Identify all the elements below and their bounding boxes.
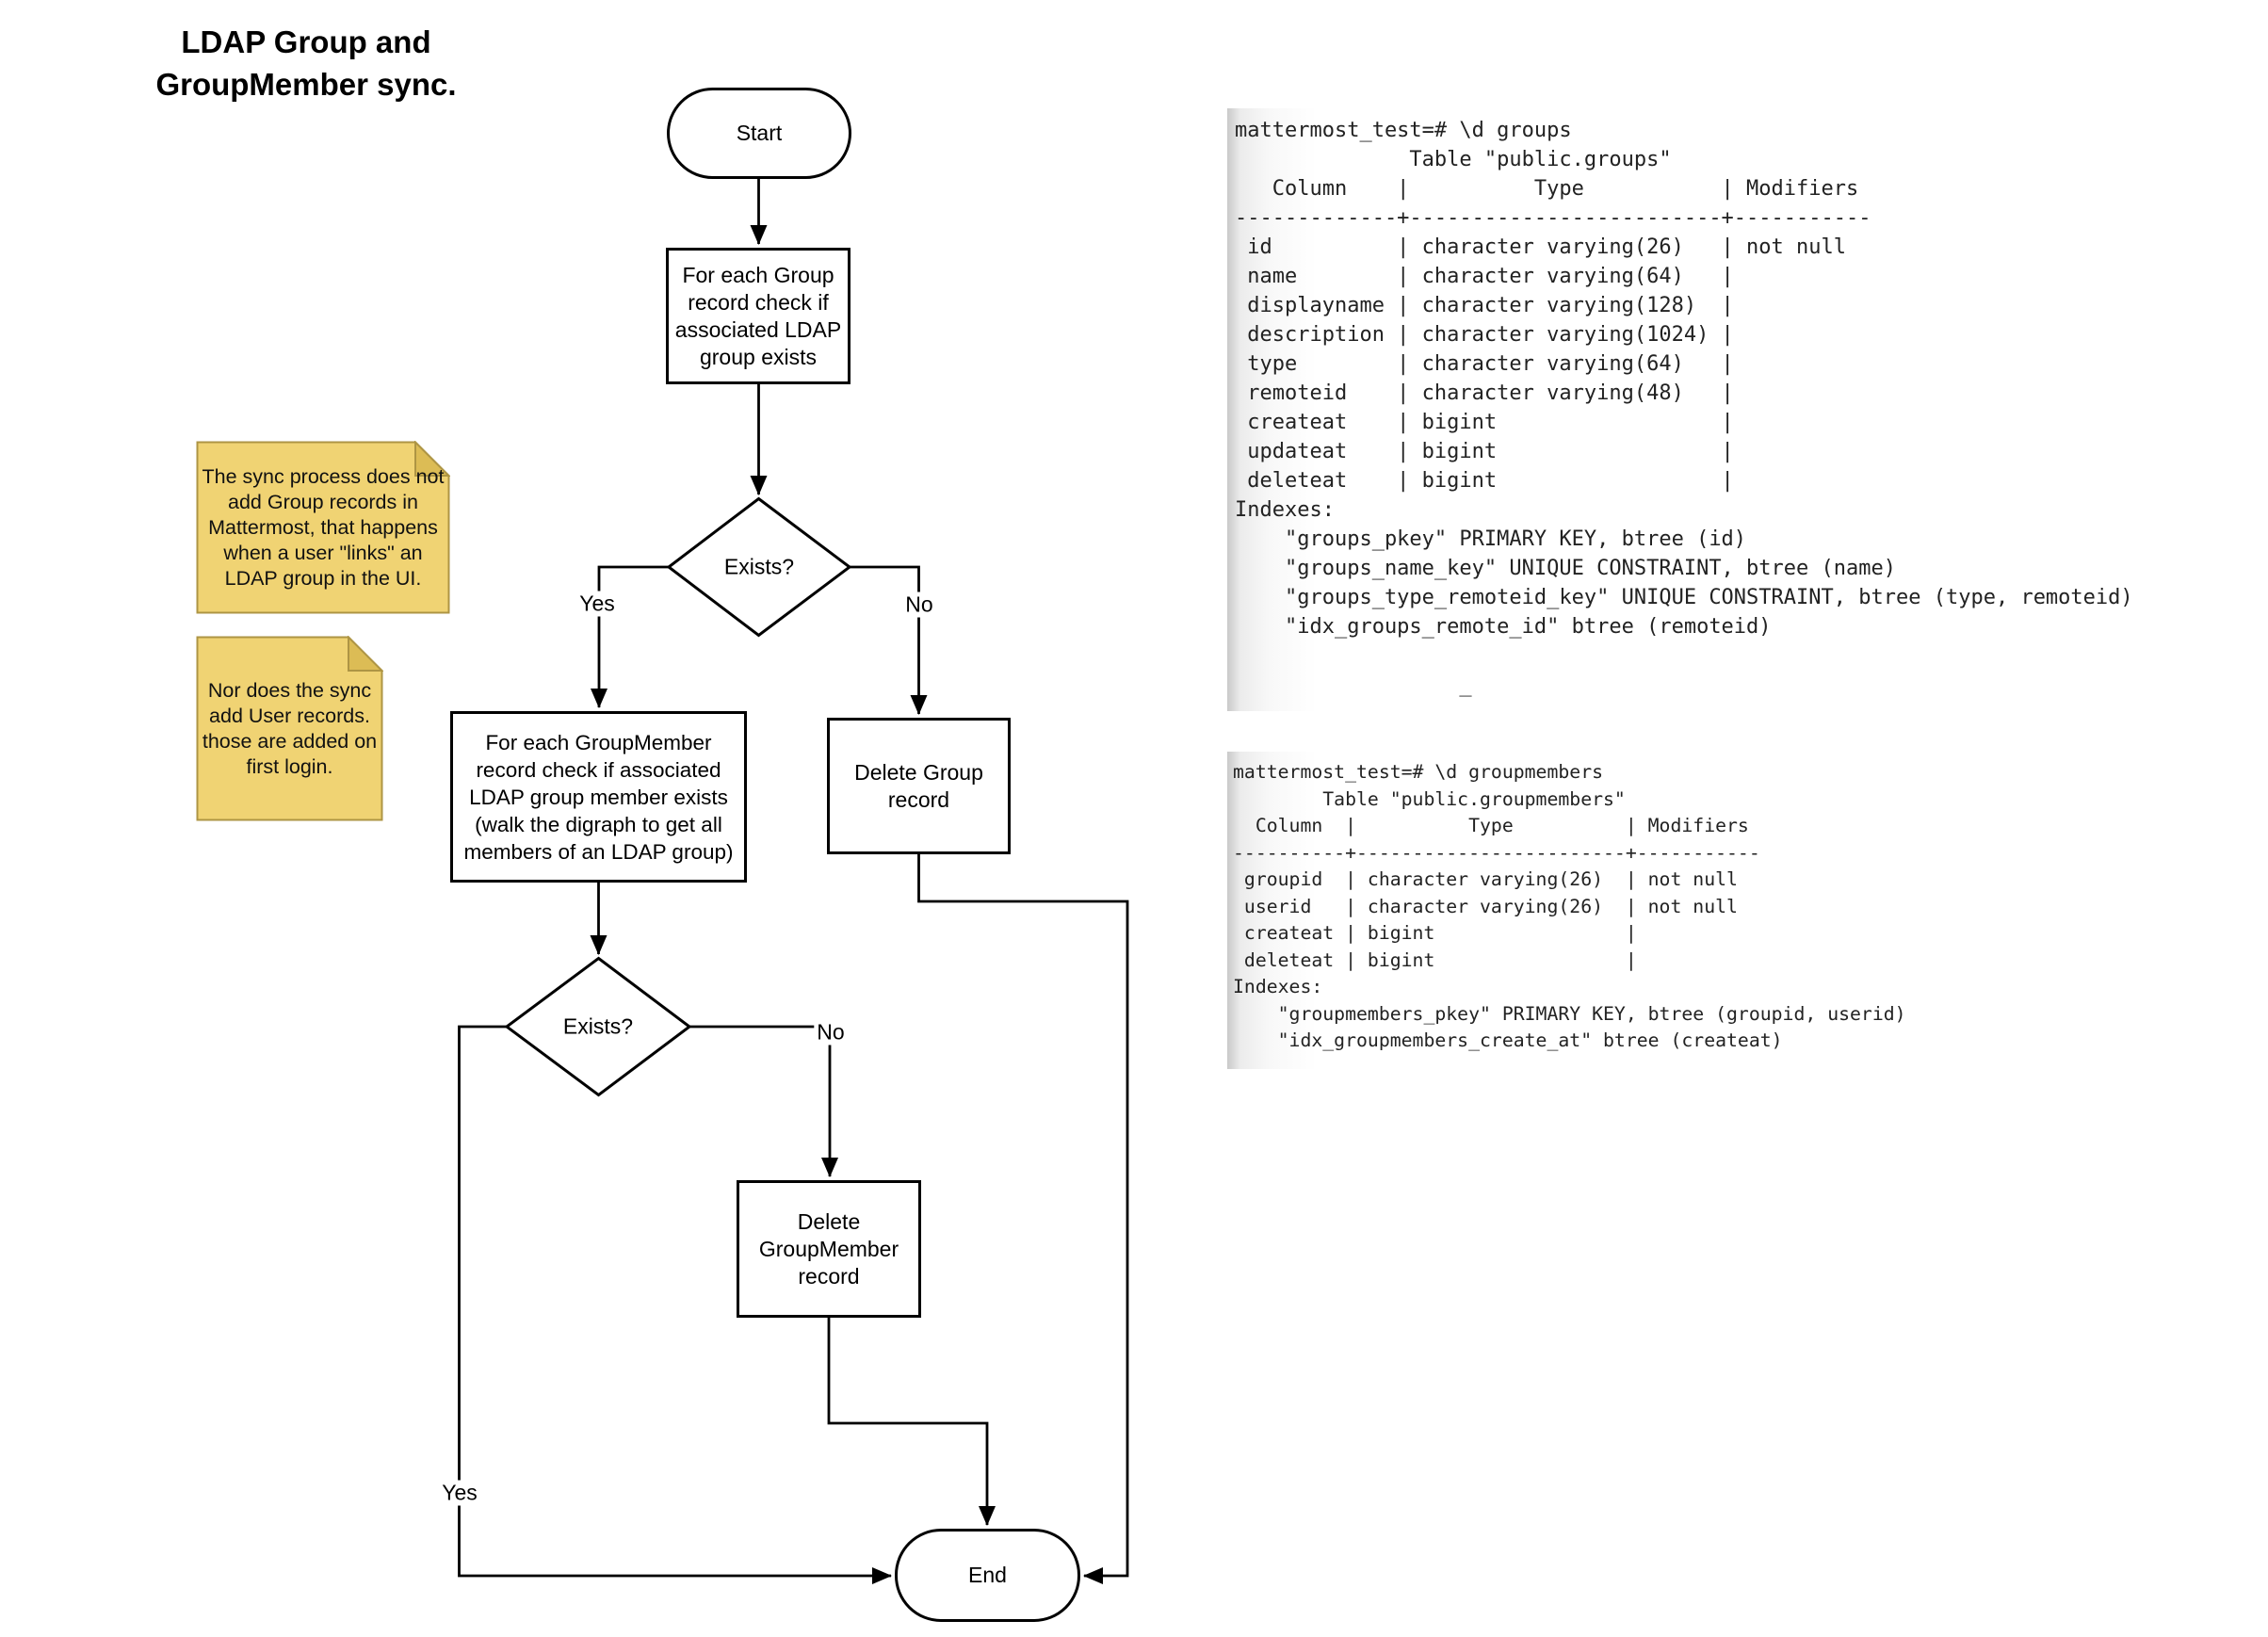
process-check-groupmember-node: For each GroupMember record check if ass… <box>450 711 747 883</box>
decision1-no-label: No <box>902 592 936 618</box>
decision2-label: Exists? <box>562 1013 634 1039</box>
arrow-decision1-yes-to-check-groupmember <box>591 565 669 708</box>
decision2-no-label: No <box>814 1019 848 1045</box>
sticky-note-sync-users-text: Nor does the sync add User records. thos… <box>202 678 378 778</box>
end-node: End <box>895 1529 1080 1622</box>
process-delete-groupmember-node: Delete GroupMember record <box>737 1180 921 1318</box>
arrow-decision2-no-to-delete-groupmember <box>689 1025 838 1177</box>
arrow-decision2-yes-to-end <box>458 1025 892 1584</box>
start-node-label: Start <box>736 121 783 145</box>
end-node-label: End <box>968 1563 1007 1587</box>
process-check-group-label: For each Group record check if associate… <box>674 262 842 369</box>
decision1-diamond <box>666 496 852 638</box>
process-delete-groupmember-label: Delete GroupMember record <box>758 1208 899 1289</box>
psql-output-groups-table: mattermost_test=# \d groups Table "publi… <box>1227 108 2180 711</box>
process-check-groupmember-label: For each GroupMember record check if ass… <box>463 730 734 864</box>
psql-output-groupmembers-table: mattermost_test=# \d groupmembers Table … <box>1227 752 2180 1069</box>
diagram-title: LDAP Group and GroupMember sync. <box>155 24 457 102</box>
decision2-diamond <box>504 956 692 1097</box>
sticky-note-sync-groups: The sync process does not add Group reco… <box>196 441 450 614</box>
process-check-group-node: For each Group record check if associate… <box>666 248 850 384</box>
start-node: Start <box>667 88 851 179</box>
sticky-note-sync-groups-text: The sync process does not add Group reco… <box>202 464 445 590</box>
sticky-note-shape <box>196 636 383 821</box>
decision1-label: Exists? <box>723 554 795 579</box>
process-delete-group-label: Delete Group record <box>854 759 983 812</box>
process-delete-group-node: Delete Group record <box>827 718 1011 854</box>
arrow-delete-group-to-end <box>917 854 1129 1584</box>
arrow-delete-groupmember-to-end <box>827 1318 996 1526</box>
decision2-yes-label: Yes <box>439 1480 480 1506</box>
arrow-decision1-no-to-delete-group <box>850 565 928 715</box>
decision1-yes-label: Yes <box>576 591 618 617</box>
sticky-note-sync-users: Nor does the sync add User records. thos… <box>196 636 383 821</box>
sticky-note-shape <box>196 441 450 614</box>
